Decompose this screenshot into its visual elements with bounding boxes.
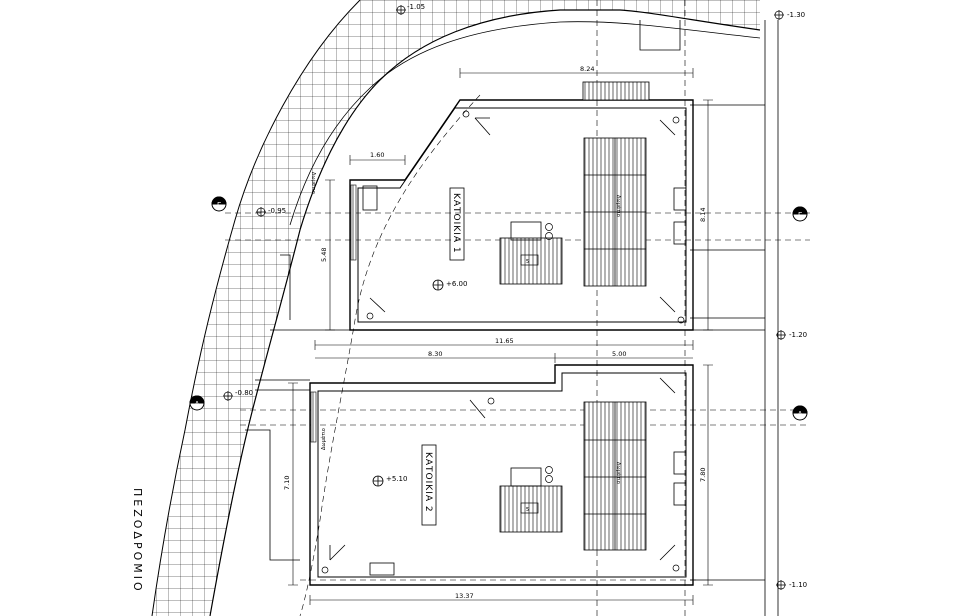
house-1-outline (349, 81, 694, 331)
floor-level-house-2: +5.10 (386, 475, 407, 483)
dim-bottom-total: 13.37 (455, 592, 474, 600)
level-label: -1.30 (787, 11, 805, 19)
section-label-d-right: Δ (798, 410, 803, 418)
structure-lines (245, 20, 779, 616)
level-label: -1.05 (407, 3, 425, 11)
level-label: -1.20 (789, 331, 807, 339)
dim-mid-left: 8.30 (428, 350, 442, 358)
level-label: -1.10 (789, 581, 807, 589)
street-label: ΠΕΖΟΔΡΟΜΙΟ (131, 488, 144, 594)
dimension-lines (288, 68, 713, 605)
dashed-guides (225, 0, 810, 616)
dim-top-left-height: 5.48 (320, 248, 328, 262)
section-markers (189, 196, 808, 421)
dim-mid-right: 5.00 (612, 350, 626, 358)
level-markers (223, 5, 786, 590)
stair-label: 5 (526, 259, 529, 265)
section-label-g-left: Γ (217, 201, 221, 209)
dim-bottom-left-height: 7.10 (283, 476, 291, 490)
room-label: Δωμάτιο (320, 428, 327, 450)
section-label-d-left: Δ (195, 400, 200, 408)
section-marker-labels: Γ Γ Δ Δ (195, 201, 803, 418)
level-label: -0.80 (235, 389, 253, 397)
house-2-label: ΚΑΤΟΙΚΙΑ 2 (423, 452, 433, 513)
level-label: -0.95 (268, 207, 286, 215)
room-label: Δωμάτιο (615, 462, 622, 484)
dim-top-left-segment: 1.60 (370, 151, 384, 159)
house-2-outline (309, 364, 694, 586)
house-1-label: ΚΑΤΟΙΚΙΑ 1 (451, 193, 461, 254)
room-label: Δωμάτιο (310, 172, 317, 194)
floor-level-house-1: +6.00 (446, 280, 467, 288)
stair-label: 5 (526, 507, 529, 513)
dim-top-side: 8.14 (699, 208, 707, 222)
dim-top-width: 8.24 (580, 65, 594, 73)
dim-mid-total: 11.65 (495, 337, 514, 345)
dim-bottom-right-height: 7.80 (699, 468, 707, 482)
room-label: Δωμάτιο (615, 195, 622, 217)
section-label-g-right: Γ (798, 211, 802, 219)
